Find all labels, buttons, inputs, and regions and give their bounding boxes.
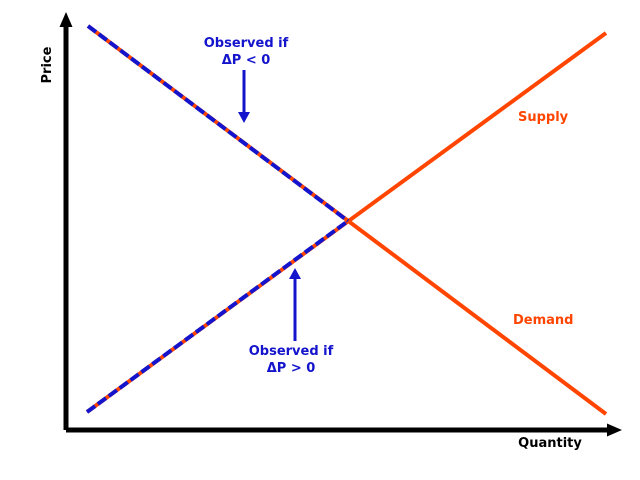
- demand-line: [86, 24, 608, 416]
- demand-curve-label: Demand: [513, 313, 574, 328]
- annotation-line: Observed if: [248, 344, 334, 359]
- observed-demand-overlay: [86, 24, 350, 223]
- annotation-arrow-down-arrowhead: [238, 112, 250, 123]
- annotation-observed-dp-positive: Observed if ΔP > 0: [221, 343, 361, 377]
- x-axis-arrowhead: [607, 423, 622, 437]
- annotation-arrow-up-arrowhead: [289, 268, 301, 279]
- annotation-line: ΔP < 0: [221, 53, 271, 68]
- annotation-line: Observed if: [203, 36, 289, 51]
- supply-line: [85, 31, 608, 414]
- x-axis-label: Quantity: [518, 436, 582, 451]
- y-axis-label: Price: [40, 46, 55, 84]
- annotation-line: ΔP > 0: [266, 361, 316, 376]
- y-axis-arrowhead: [59, 12, 73, 27]
- supply-curve-label: Supply: [518, 110, 569, 125]
- annotation-observed-dp-negative: Observed if ΔP < 0: [176, 35, 316, 69]
